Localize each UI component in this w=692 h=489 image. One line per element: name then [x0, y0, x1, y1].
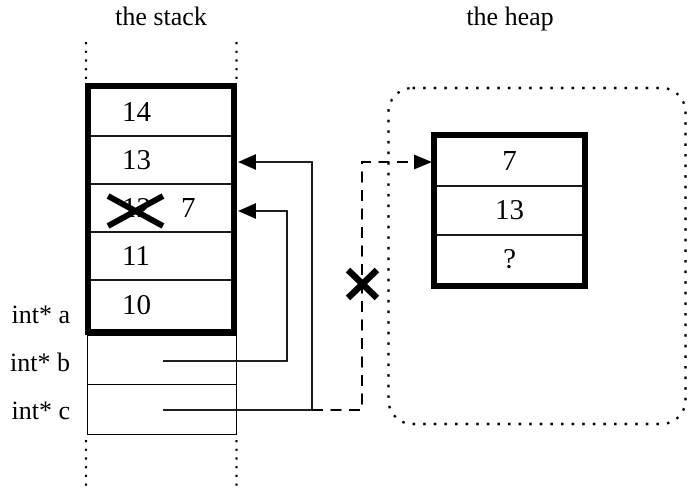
stack-cell-value: 10 — [122, 288, 151, 321]
pointer-b-arrowhead-icon — [238, 203, 256, 219]
pointer-label-b: int* b — [10, 348, 70, 377]
stack-cell-value: 11 — [122, 239, 150, 272]
heap-cell-1: 13 — [437, 187, 582, 236]
stack-cell-value: 13 — [122, 143, 151, 176]
pointer-c-arrowhead-icon — [238, 154, 256, 170]
dangling-pointer-arrowhead-icon — [414, 154, 432, 170]
stack-cell-overwritten: 12 7 — [91, 185, 231, 233]
heap-cell-2: ? — [437, 236, 582, 283]
stack-pointer-cells — [87, 335, 237, 435]
heap-title: the heap — [466, 2, 554, 31]
stack-cell-value: 14 — [122, 95, 151, 128]
heap-cell-value: 13 — [495, 194, 524, 226]
heap-cell-value: 7 — [502, 145, 517, 177]
stack-cell-11: 11 — [91, 233, 231, 281]
stack-frame-box: 14 13 12 7 11 10 — [85, 83, 237, 335]
pointer-c-cell — [88, 385, 236, 434]
stack-cell-10: 10 — [91, 281, 231, 329]
heap-object-box: 7 13 ? — [431, 132, 588, 289]
pointer-b-cell — [88, 336, 236, 385]
heap-cell-value: ? — [503, 243, 516, 275]
stack-cell-old-value: 12 — [122, 191, 151, 224]
heap-cell-0: 7 — [437, 138, 582, 187]
stack-title: the stack — [115, 2, 207, 31]
stack-cell-new-value: 7 — [181, 191, 196, 224]
dangling-pointer-dashed-arrow — [312, 154, 432, 411]
stack-cell-13: 13 — [91, 137, 231, 185]
pointer-label-c: int* c — [11, 396, 71, 425]
stack-cell-14: 14 — [91, 89, 231, 137]
invalid-pointer-cross-icon — [345, 267, 380, 301]
pointer-label-a: int* a — [11, 300, 71, 329]
